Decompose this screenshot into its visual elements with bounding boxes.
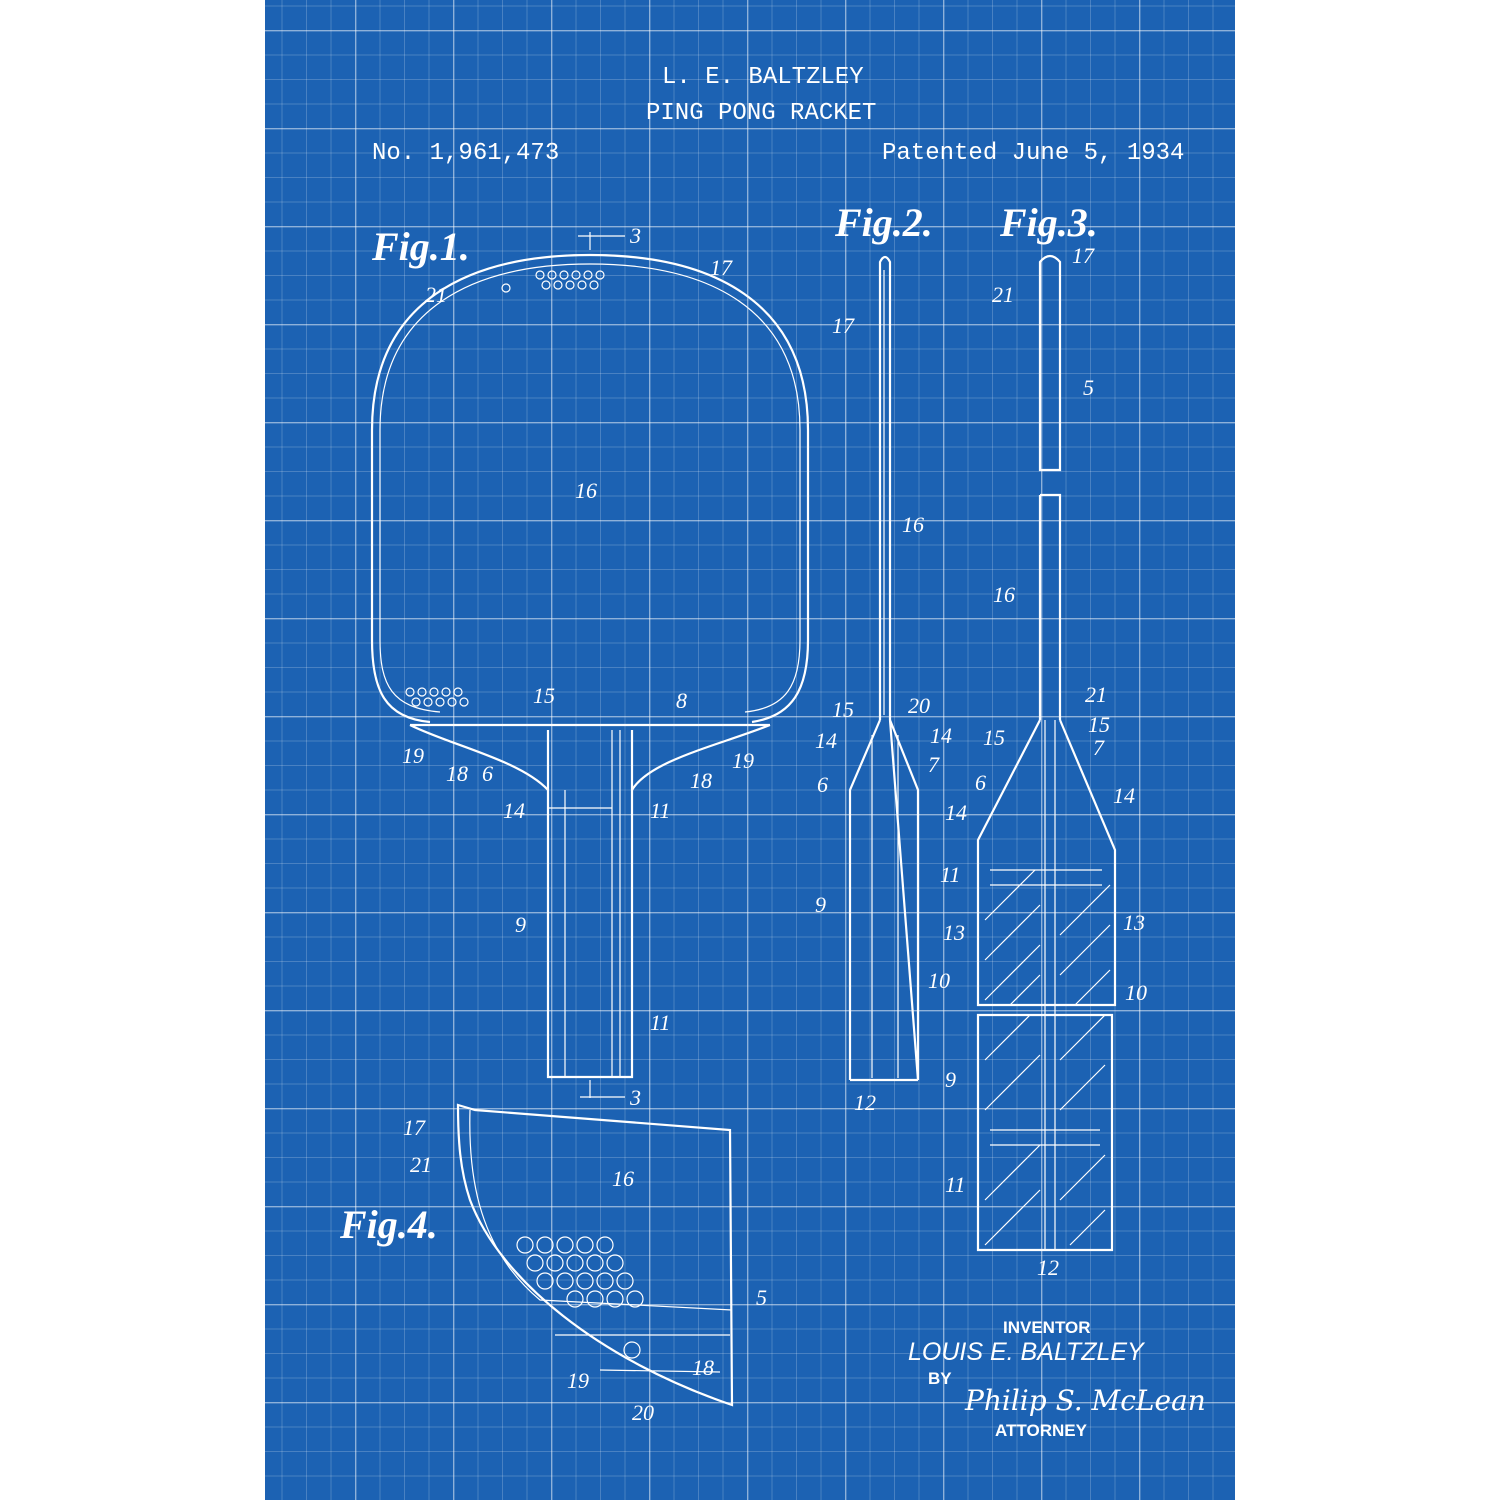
ref-label: 10	[1125, 980, 1147, 1005]
ref-label: 11	[940, 862, 960, 887]
fig3-title: Fig.3.	[999, 200, 1098, 245]
patent-title: PING PONG RACKET	[646, 100, 877, 127]
ref-label: 17	[710, 255, 733, 280]
fig1-title: Fig.1.	[371, 224, 470, 269]
ref-label: 9	[515, 912, 526, 937]
ref-label: 14	[930, 723, 952, 748]
ref-label: 8	[676, 688, 687, 713]
fig1-perforations-bottom	[405, 687, 469, 707]
patent-number: No. 1,961,473	[372, 140, 560, 167]
ref-label: 15	[1088, 712, 1110, 737]
ref-label: 16	[612, 1166, 634, 1191]
attorney-label: ATTORNEY	[995, 1421, 1088, 1440]
ref-label: 19	[402, 743, 424, 768]
ref-label: 16	[902, 512, 924, 537]
ref-label: 15	[832, 697, 854, 722]
ref-label: 6	[975, 770, 986, 795]
ref-label: 20	[632, 1400, 654, 1425]
ref-label: 12	[854, 1090, 876, 1115]
ref-label: 18	[690, 768, 712, 793]
ref-label: 19	[732, 748, 754, 773]
fig2-title: Fig.2.	[834, 200, 933, 245]
inventor-name: LOUIS E. BALTZLEY	[908, 1338, 1146, 1366]
ref-label: 15	[533, 683, 555, 708]
ref-label: 6	[817, 772, 828, 797]
ref-label: 21	[1085, 682, 1107, 707]
ref-label: 3	[629, 223, 641, 248]
ref-label: 11	[650, 798, 670, 823]
ref-label: 11	[945, 1172, 965, 1197]
ref-label: 13	[1123, 910, 1145, 935]
ref-label: 7	[1093, 735, 1105, 760]
ref-label: 21	[410, 1152, 432, 1177]
fig2-side-view: 17 16 15 20 14 14 7 6 9 10 12	[815, 255, 952, 1115]
ref-label: 14	[503, 798, 525, 823]
ref-label: 7	[928, 752, 940, 777]
fig3-section-view: 17 21 5 16 21 15 15 7 6 14 14 11 13 13 1…	[940, 243, 1147, 1280]
ref-label: 14	[815, 728, 837, 753]
ref-label: 13	[943, 920, 965, 945]
fig4-perforations	[516, 1236, 644, 1359]
fig1-perforations-top	[501, 270, 605, 293]
ref-label: 12	[1037, 1255, 1059, 1280]
ref-label: 11	[650, 1010, 670, 1035]
fig4-title: Fig.4.	[339, 1202, 438, 1247]
fig1-paddle: 3 17 21 16 15 8 19 18 6 19 18 14 11 9 11…	[370, 223, 810, 1110]
ref-label: 20	[908, 693, 930, 718]
attorney-signature: Philip S. McLean	[964, 1384, 1206, 1417]
ref-label: 17	[403, 1115, 426, 1140]
ref-label: 5	[756, 1285, 767, 1310]
fig4-detail-view: 17 21 16 5 18 19 20	[403, 1103, 767, 1425]
ref-label: 18	[446, 761, 468, 786]
ref-label: 9	[815, 892, 826, 917]
inventor-label: INVENTOR	[1003, 1318, 1091, 1337]
ref-label: 21	[425, 282, 447, 307]
ref-label: 3	[629, 1085, 641, 1110]
ref-label: 15	[983, 725, 1005, 750]
by-label: BY	[928, 1369, 952, 1388]
ref-label: 5	[1083, 375, 1094, 400]
ref-label: 17	[832, 313, 855, 338]
ref-label: 9	[945, 1067, 956, 1092]
signature-block: INVENTOR LOUIS E. BALTZLEY BY Philip S. …	[908, 1318, 1206, 1440]
ref-label: 14	[945, 800, 967, 825]
ref-label: 10	[928, 968, 950, 993]
ref-label: 14	[1113, 783, 1135, 808]
inventor-header: L. E. BALTZLEY	[662, 64, 864, 91]
ref-label: 17	[1072, 243, 1095, 268]
ref-label: 16	[993, 582, 1015, 607]
ref-label: 19	[567, 1368, 589, 1393]
ref-label: 21	[992, 282, 1014, 307]
patent-date: Patented June 5, 1934	[882, 140, 1185, 167]
ref-label: 18	[692, 1355, 714, 1380]
ref-label: 16	[575, 478, 597, 503]
ref-label: 6	[482, 761, 493, 786]
